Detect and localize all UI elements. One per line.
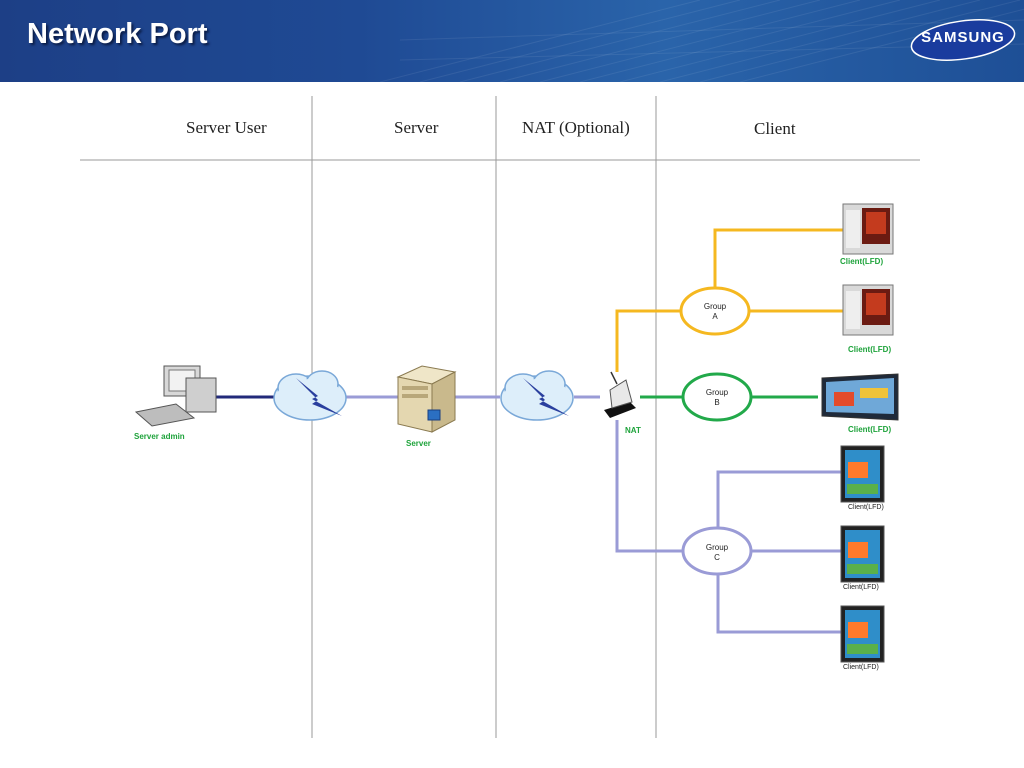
server-label: Server xyxy=(406,439,431,448)
header-stripes xyxy=(379,0,1024,82)
client-display-icon xyxy=(840,525,885,583)
server-icon xyxy=(396,365,457,433)
group-c-line1: Group xyxy=(705,543,729,552)
column-server: Server xyxy=(394,118,439,137)
group-c-label: Group C xyxy=(697,543,737,563)
client-display-icon xyxy=(840,605,885,663)
column-server-user: Server User xyxy=(186,118,267,137)
samsung-logo xyxy=(910,19,1016,61)
client-display-icon xyxy=(842,203,894,255)
column-client: Client xyxy=(754,119,796,138)
group-b-line1: Group xyxy=(705,388,729,397)
group-c-node xyxy=(681,526,753,576)
column-dividers xyxy=(80,96,920,738)
group-b-node xyxy=(681,372,753,422)
client-label: Client(LFD) xyxy=(843,664,879,671)
client-display-icon xyxy=(821,373,899,421)
group-a-line1: Group xyxy=(703,302,727,311)
client-label: Client(LFD) xyxy=(843,584,879,591)
client-label: Client(LFD) xyxy=(840,257,884,266)
group-c-line2: C xyxy=(714,553,720,562)
client-label: Client(LFD) xyxy=(848,504,884,511)
group-b-line2: B xyxy=(714,398,720,407)
computer-icon xyxy=(134,365,217,427)
column-nat: NAT (Optional) xyxy=(522,118,630,137)
header-banner: Network Port SAMSUNG xyxy=(0,0,1024,82)
group-c-links xyxy=(615,420,843,634)
group-a-node xyxy=(679,286,751,336)
page-title: Network Port xyxy=(27,18,208,50)
router-icon xyxy=(604,371,636,418)
internet-cloud-icon xyxy=(500,370,574,421)
server-admin-label: Server admin xyxy=(134,432,185,441)
client-display-icon xyxy=(840,445,885,503)
nat-label: NAT xyxy=(625,426,641,435)
client-label: Client(LFD) xyxy=(848,345,892,354)
internet-cloud-icon xyxy=(273,370,347,421)
logo-text: SAMSUNG xyxy=(921,29,1005,46)
client-label: Client(LFD) xyxy=(848,425,892,434)
group-b-label: Group B xyxy=(697,388,737,408)
group-a-label: Group A xyxy=(695,302,735,322)
group-a-links xyxy=(615,228,843,372)
client-display-icon xyxy=(842,284,894,336)
group-a-line2: A xyxy=(712,312,718,321)
